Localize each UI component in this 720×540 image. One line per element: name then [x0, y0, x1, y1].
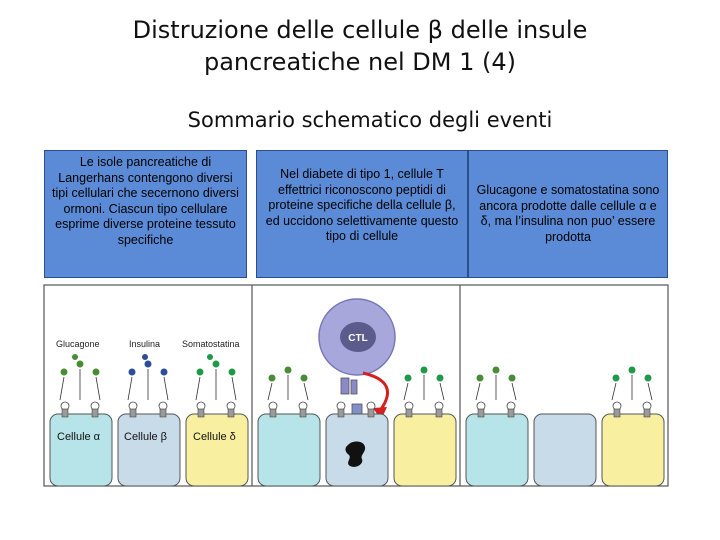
tcr-receptor-2 [350, 379, 358, 395]
membrane-protein-stalk [227, 408, 235, 418]
legend-insulin: Insulina [129, 339, 160, 349]
membrane-protein-stalk [435, 408, 443, 418]
secretion-arrow [647, 382, 653, 401]
islet-cell-delta [601, 413, 665, 487]
hormone-dot-alpha [508, 374, 516, 382]
hormone-dot-delta [436, 374, 444, 382]
membrane-protein-stalk [643, 408, 651, 418]
hormone-dot-alpha [76, 360, 84, 368]
islet-cell-alpha [49, 413, 113, 487]
secretion-arrow [611, 382, 617, 401]
membrane-protein-stalk [197, 408, 205, 418]
legend-dot [207, 354, 213, 360]
hormone-dot-alpha [284, 366, 292, 374]
islet-cell-beta [533, 413, 597, 487]
label-delta-cell: Cellule δ [193, 431, 236, 443]
membrane-protein-stalk [269, 408, 277, 418]
hormone-dot-alpha [92, 368, 100, 376]
label-beta-cell: Cellule β [124, 431, 167, 443]
membrane-protein-stalk [477, 408, 485, 418]
secretion-arrow [195, 376, 201, 401]
legend-dot [72, 354, 78, 360]
membrane-proteins-layer [60, 401, 652, 418]
page-title: Distruzione delle cellule β delle insule… [0, 14, 720, 78]
title-line-1: Distruzione delle cellule β delle insule [132, 16, 588, 44]
secretion-arrow [95, 376, 101, 401]
membrane-protein-stalk [507, 408, 515, 418]
membrane-protein-stalk [61, 408, 69, 418]
hormone-dot-beta [144, 360, 152, 368]
legend-somatostatin: Somatostatina [182, 339, 240, 349]
ctl-cell: CTL [318, 298, 396, 420]
hormone-dot-alpha [268, 374, 276, 382]
secretion-arrow [59, 376, 65, 401]
hormone-dot-beta [160, 368, 168, 376]
membrane-protein-stalk [159, 408, 167, 418]
secretion-arrow [303, 382, 309, 401]
legend-dot [142, 354, 148, 360]
mhc-molecule [351, 403, 363, 415]
secretion-arrow [267, 382, 273, 401]
hormone-dot-alpha [300, 374, 308, 382]
membrane-protein-stalk [613, 408, 621, 418]
tcr-receptor [340, 377, 350, 395]
hormone-dot-alpha [476, 374, 484, 382]
secretion-arrow [439, 382, 445, 401]
ctl-label: CTL [348, 333, 367, 344]
hormone-dot-beta [128, 368, 136, 376]
islet-cell-alpha [257, 413, 321, 487]
secretion-arrow [511, 382, 517, 401]
hormone-dot-delta [404, 374, 412, 382]
hormone-dot-delta [612, 374, 620, 382]
hormone-dot-delta [420, 366, 428, 374]
ctl-nucleus [340, 322, 376, 352]
title-line-2: pancreatiche nel DM 1 (4) [203, 48, 517, 76]
secretion-arrow [403, 382, 409, 401]
hormone-dot-alpha [60, 368, 68, 376]
hormone-dot-delta [644, 374, 652, 382]
caption-panel-3: Glucagone e somatostatina sono ancora pr… [468, 150, 668, 278]
cells-layer [49, 413, 665, 487]
secretion-arrow [163, 376, 169, 401]
hormone-dot-delta [212, 360, 220, 368]
hormone-dot-delta [196, 368, 204, 376]
membrane-protein-stalk [129, 408, 137, 418]
secretion-arrow [231, 376, 237, 401]
membrane-protein-stalk [337, 408, 345, 418]
membrane-protein-stalk [91, 408, 99, 418]
caption-panel-1: Le isole pancreatiche di Langerhans cont… [44, 150, 247, 278]
hormone-dot-delta [228, 368, 236, 376]
dead-beta-cell [345, 441, 366, 467]
caption-panel-2: Nel diabete di tipo 1, cellule T effettr… [256, 150, 468, 278]
hormone-dot-delta [628, 366, 636, 374]
hormone-dot-alpha [492, 366, 500, 374]
islet-cell-alpha [465, 413, 529, 487]
islet-cell-delta [393, 413, 457, 487]
label-alpha-cell: Cellule α [57, 431, 101, 443]
islet-cell-delta [185, 413, 249, 487]
islet-cell-beta [117, 413, 181, 487]
kill-arrow [362, 371, 389, 413]
membrane-protein-stalk [367, 408, 375, 418]
hormone-dots-layer [59, 354, 653, 401]
membrane-protein-stalk [299, 408, 307, 418]
legend-glucagon: Glucagone [56, 339, 100, 349]
secretion-arrow [127, 376, 133, 401]
page-subtitle: Sommario schematico degli eventi [187, 108, 553, 132]
membrane-protein-stalk [405, 408, 413, 418]
secretion-arrow [475, 382, 481, 401]
